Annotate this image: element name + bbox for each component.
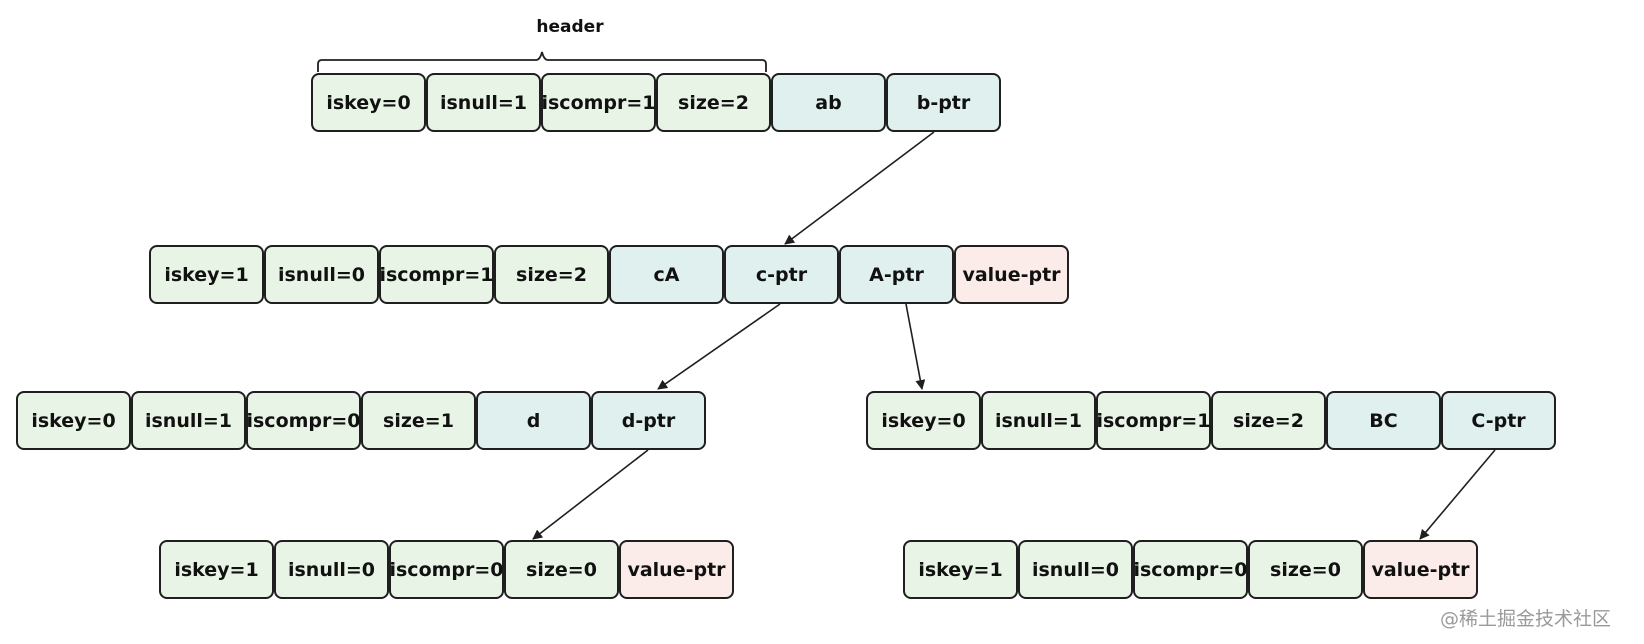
node-b-A-ptr: A-ptr bbox=[839, 245, 954, 304]
edge-node-b-c-ptr-to-node-c bbox=[657, 303, 781, 390]
node-C-iskey-field: iskey=1 bbox=[903, 540, 1018, 599]
header-label: header bbox=[536, 17, 604, 37]
node-c-iscompr-field: iscompr=0 bbox=[246, 391, 361, 450]
header-brace bbox=[317, 51, 767, 72]
node-root-b-ptr: b-ptr bbox=[886, 73, 1001, 132]
node-root-key-field: ab bbox=[771, 73, 886, 132]
node-b-isnull-field: isnull=0 bbox=[264, 245, 379, 304]
node-b-c-ptr: c-ptr bbox=[724, 245, 839, 304]
node-c-key-field: d bbox=[476, 391, 591, 450]
node-root-iskey-field: iskey=0 bbox=[311, 73, 426, 132]
node-c-d-ptr: d-ptr bbox=[591, 391, 706, 450]
node-c-iskey-field: iskey=0 bbox=[16, 391, 131, 450]
node-d-iskey-field: iskey=1 bbox=[159, 540, 274, 599]
edge-node-c-d-ptr-to-node-d bbox=[532, 449, 649, 540]
node-b-size-field: size=2 bbox=[494, 245, 609, 304]
node-b-key-field: cA bbox=[609, 245, 724, 304]
node-b-iscompr-field: iscompr=1 bbox=[379, 245, 494, 304]
node-A-isnull-field: isnull=1 bbox=[981, 391, 1096, 450]
edge-node-A-C-ptr-to-node-C bbox=[1419, 449, 1496, 540]
node-c-size-field: size=1 bbox=[361, 391, 476, 450]
node-root-iscompr-field: iscompr=1 bbox=[541, 73, 656, 132]
node-d-size-field: size=0 bbox=[504, 540, 619, 599]
node-A-iskey-field: iskey=0 bbox=[866, 391, 981, 450]
node-C-iscompr-field: iscompr=0 bbox=[1133, 540, 1248, 599]
node-A-C-ptr: C-ptr bbox=[1441, 391, 1556, 450]
node-root-isnull-field: isnull=1 bbox=[426, 73, 541, 132]
node-A-key-field: BC bbox=[1326, 391, 1441, 450]
node-root-size-field: size=2 bbox=[656, 73, 771, 132]
node-c-isnull-field: isnull=1 bbox=[131, 391, 246, 450]
watermark: @稀土掘金技术社区 bbox=[1440, 608, 1612, 630]
node-d-value-ptr: value-ptr bbox=[619, 540, 734, 599]
node-C-isnull-field: isnull=0 bbox=[1018, 540, 1133, 599]
node-C-value-ptr: value-ptr bbox=[1363, 540, 1478, 599]
edge-node-b-A-ptr-to-node-A bbox=[905, 303, 926, 390]
node-d-isnull-field: isnull=0 bbox=[274, 540, 389, 599]
node-b-value-ptr: value-ptr bbox=[954, 245, 1069, 304]
node-C-size-field: size=0 bbox=[1248, 540, 1363, 599]
node-b-iskey-field: iskey=1 bbox=[149, 245, 264, 304]
edge-root-b-ptr-to-node-b bbox=[784, 131, 935, 245]
node-A-size-field: size=2 bbox=[1211, 391, 1326, 450]
node-A-iscompr-field: iscompr=1 bbox=[1096, 391, 1211, 450]
node-d-iscompr-field: iscompr=0 bbox=[389, 540, 504, 599]
